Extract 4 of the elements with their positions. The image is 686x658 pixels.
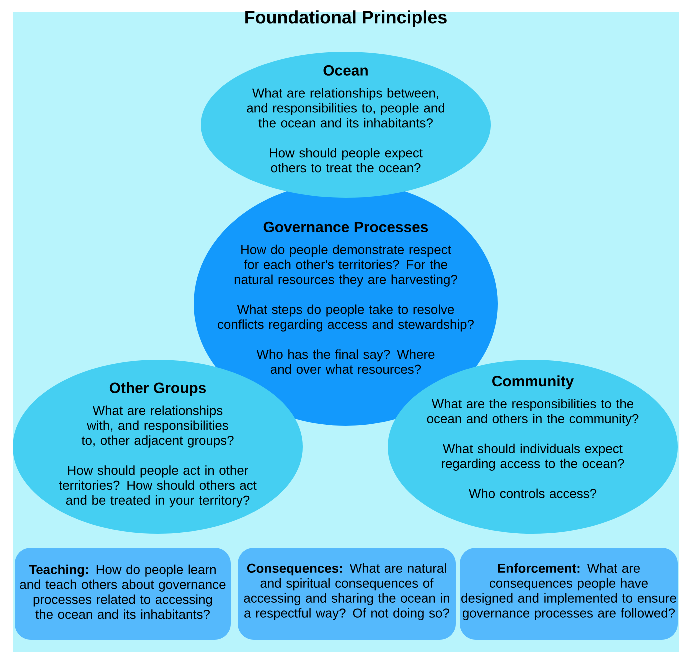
title: Foundational Principles (246, 10, 447, 28)
rounded-box: Consequences: What are natural and spiritual consequences of accessing and sharing the ocean in a respectful way? Of not doing so? (238, 548, 456, 640)
rounded-box: Enforcement: What are consequences people have designed and implemented to ensure governance processes are followed? (460, 548, 678, 640)
rounded-box: Teaching: How do people learn and teach others about governance processes related to accessing the ocean and its inhabitants? (15, 548, 231, 640)
